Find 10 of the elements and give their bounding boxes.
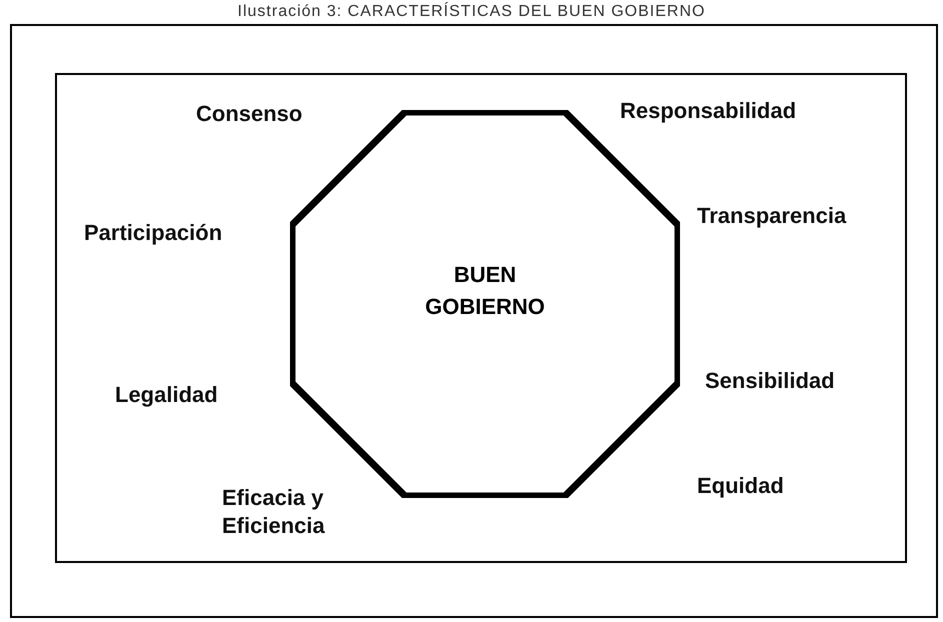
- characteristic-label: Participación: [84, 219, 224, 247]
- characteristic-label: Sensibilidad: [705, 367, 836, 395]
- characteristic-label: Equidad: [697, 472, 785, 500]
- characteristic-label: Consenso: [196, 100, 304, 128]
- characteristic-label: Eficacia y Eficiencia: [222, 484, 326, 540]
- characteristic-label: Responsabilidad: [620, 97, 798, 125]
- node-label: BUEN GOBIERNO: [424, 261, 546, 322]
- characteristic-label: Legalidad: [115, 381, 219, 409]
- characteristic-label: Transparencia: [697, 202, 848, 230]
- figure-title: Ilustración 3: CARACTERÍSTICAS DEL BUEN GOBIERNO: [236, 1, 706, 22]
